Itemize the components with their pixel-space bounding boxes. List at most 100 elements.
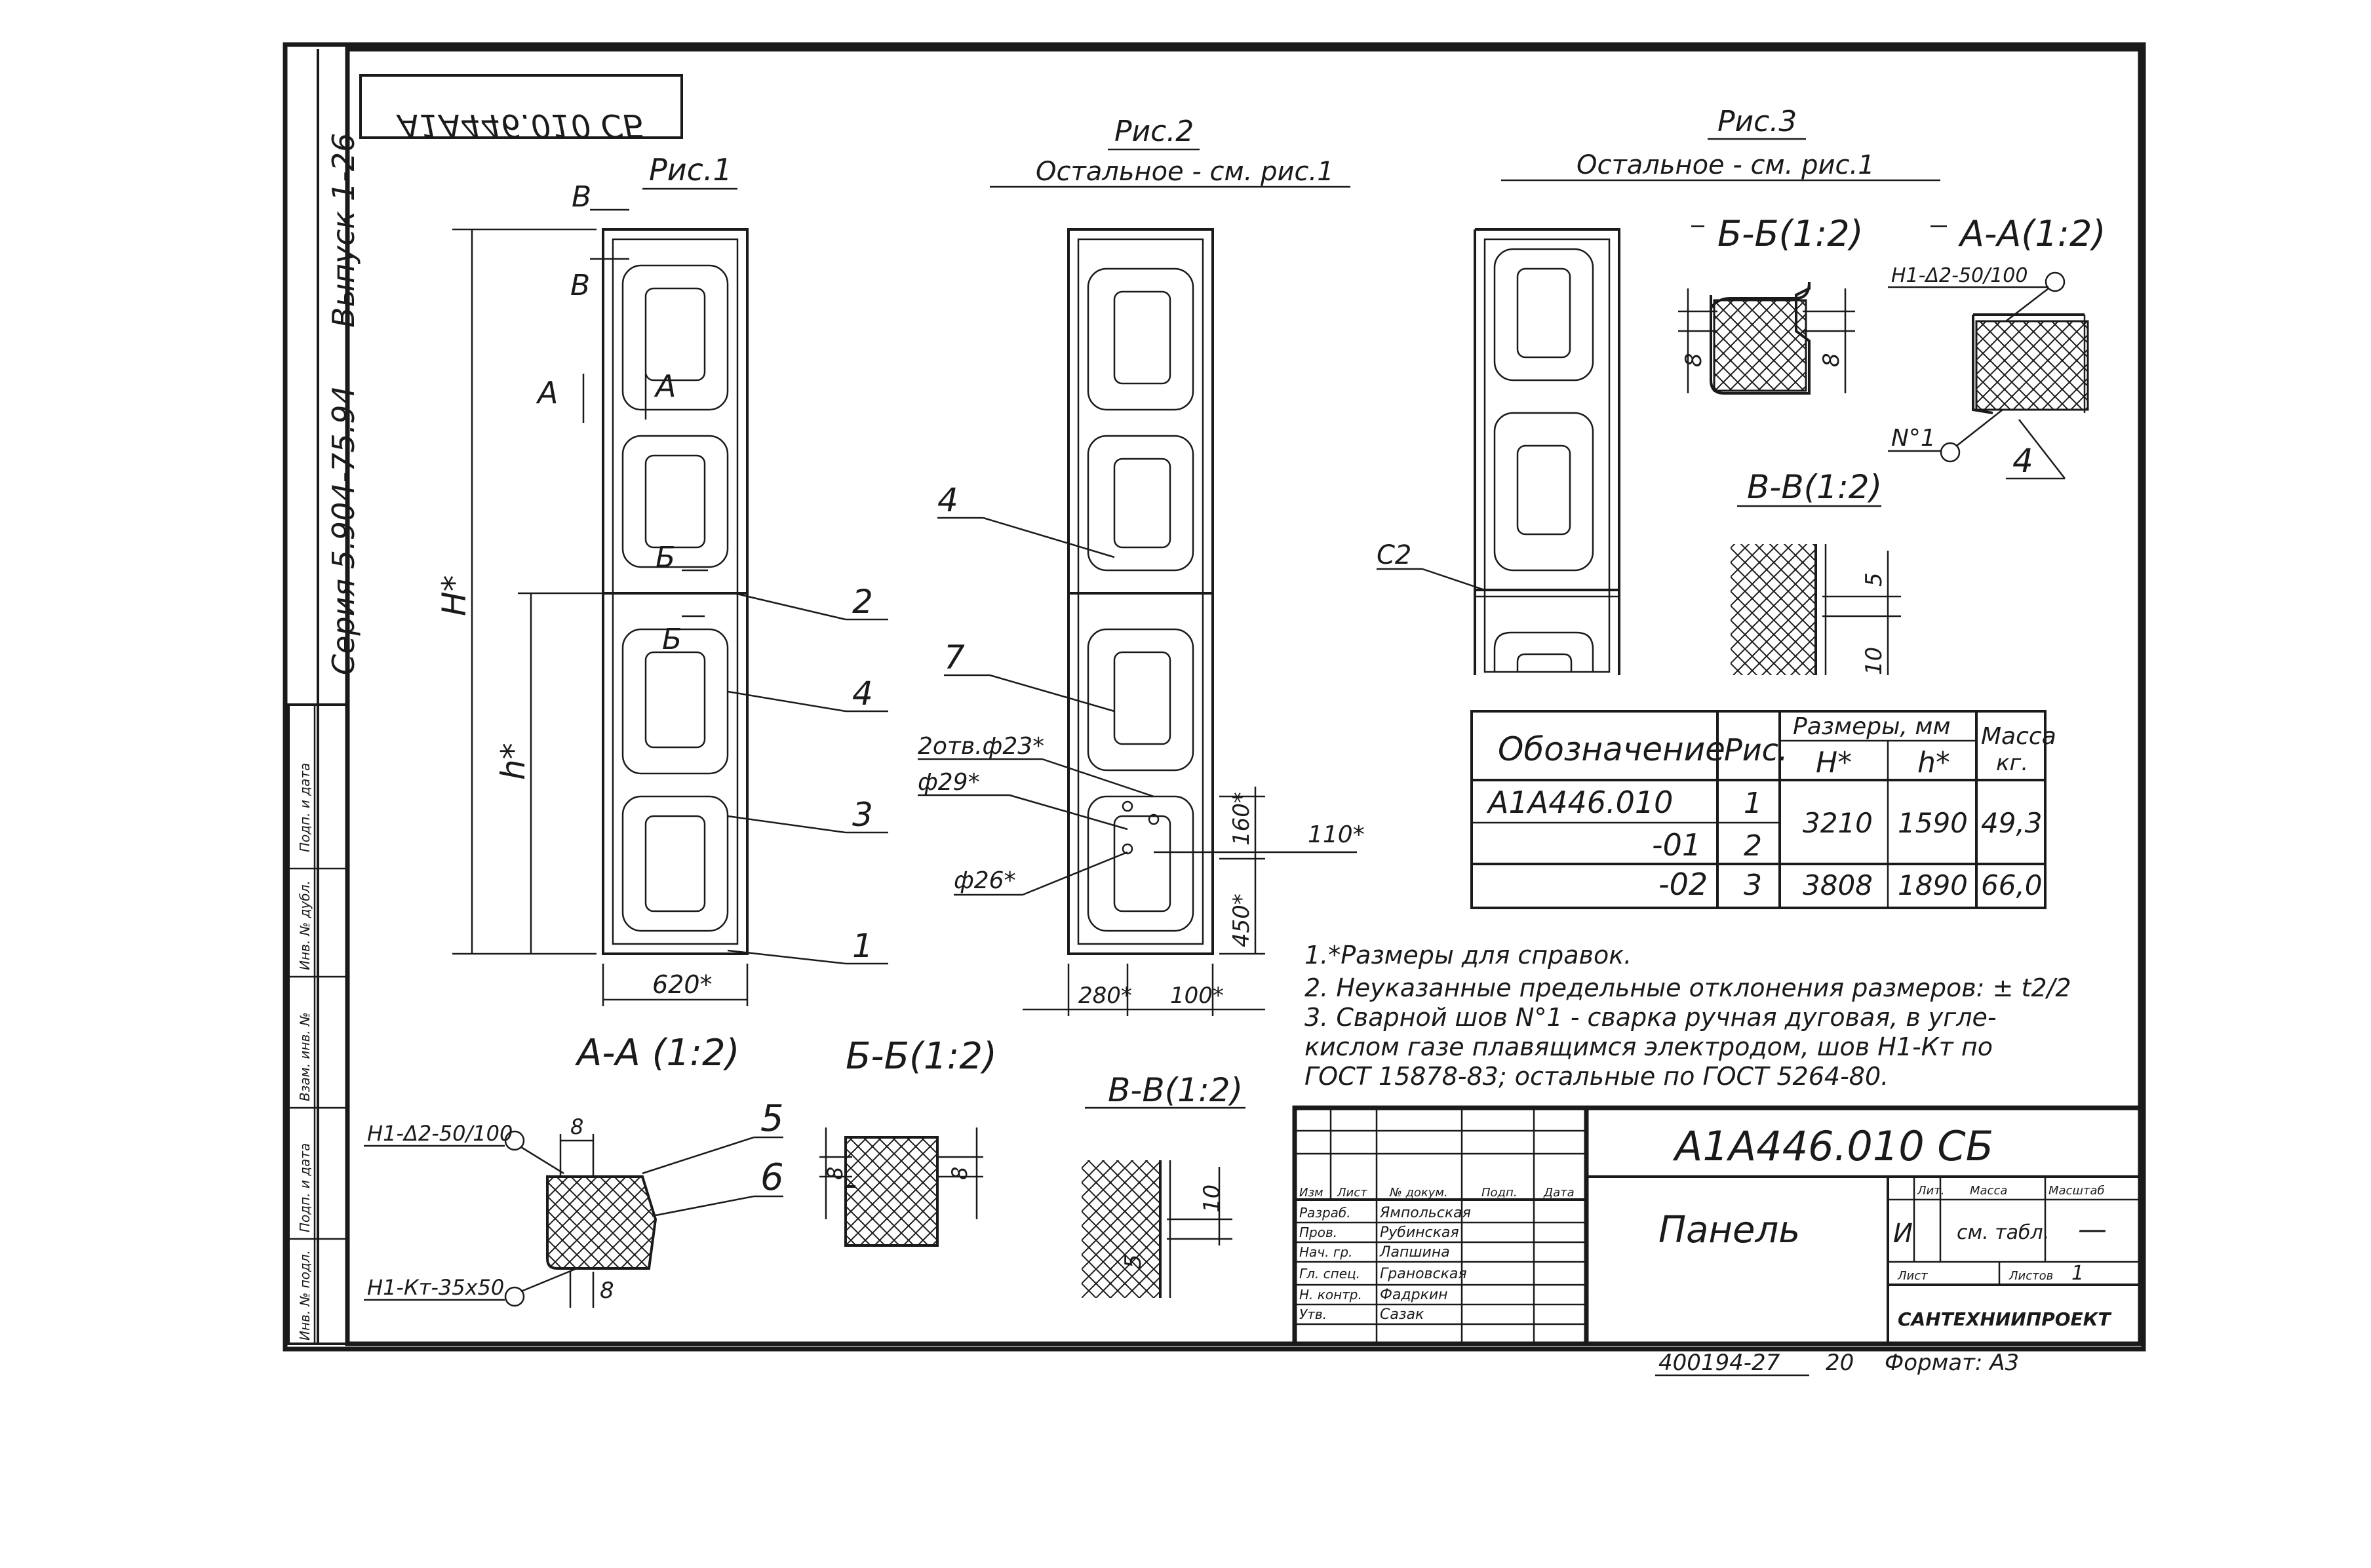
tb-name-5: Фадркин [1380,1287,1448,1303]
vv-bottom-dim-10: 10 [1199,1185,1225,1213]
section-bb-bottom: Б-Б(1:2) 8 8 [819,1035,997,1247]
fig1-dim-H: Н* [435,575,473,616]
aa-right-weld-no1: N°1 [1891,425,1936,452]
figure-3: Рис.3 Остальное - см. рис.1 С2 [1377,105,1940,675]
fig2-subtitle: Остальное - см. рис.1 [1036,157,1334,187]
fig3-subtitle: Остальное - см. рис.1 [1577,150,1875,180]
table-merged-mass: 49,3 [1981,807,2043,839]
tb-org: САНТЕХНИИПРОЕКТ [1898,1308,2112,1330]
tb-lit-value: И [1893,1219,1913,1249]
aa-bottom-label-5: 5 [760,1097,784,1140]
fig2-d26: ф26* [954,867,1016,894]
fig1-sec-a-left: А [536,375,558,410]
aa-bottom-title: А-А (1:2) [575,1032,739,1074]
tb-lit-label: Лит. [1917,1184,1944,1198]
table-row1-fig: 1 [1744,787,1762,820]
aa-bottom-dim-8d: 8 [600,1278,614,1304]
tb-scale-value: — [2078,1213,2107,1246]
tb-sheet-label: Лист [1897,1269,1928,1283]
tb-sheets-label: Листов [2008,1269,2053,1283]
fig1-dim-width: 620* [652,970,713,999]
note-4: кислом газе плавящимся электродом, шов Н… [1304,1032,1993,1061]
fig2-d29: ф29* [918,769,980,796]
side-stamp: Подп. и дата Инв. № дубл. Взам. инв. № П… [287,703,349,1345]
vv-right-title: В-В(1:2) [1747,468,1882,506]
inner-frame [345,47,2143,1346]
vv-right-dim-5: 5 [1861,572,1887,587]
table-row2-fig: 2 [1744,829,1762,863]
tb-hdr-sign: Подп. [1481,1186,1517,1200]
aa-bottom-dim-8c: 8 [570,1114,583,1139]
fig2-window-frames [1087,267,1194,932]
section-vv-right: В-В(1:2) 5 10 [1731,468,1901,675]
table-row1-designation: А1А446.010 [1486,785,1673,820]
table-hdr-mass: Масса [1981,723,2056,750]
section-aa-bottom: А-А (1:2) Н1-Δ2-50/100 8 5 6 Н1-Кт-35х50… [364,1032,784,1308]
fig2-dim-100: 100* [1170,983,1224,1009]
bb-bottom-dim-8f: 8 [947,1167,972,1180]
tb-name: Панель [1658,1209,1800,1251]
fig1-sec-b-bot: Б [662,623,682,656]
fig2-dim-160: 160* [1228,792,1255,846]
series-label: Серия 5.904-75.94 [326,385,361,675]
stamp-dup-inv: Инв. № дубл. [297,880,313,970]
table-hdr-mass-unit: кг. [1996,750,2028,776]
section-bb-right: Б-Б(1:2) 8 8 [1678,213,1864,395]
table-row3-mass: 66,0 [1981,869,2043,901]
notes: 1.*Размеры для справок. 2. Неуказанные п… [1304,941,2071,1091]
tb-role-4: Гл. спец. [1299,1266,1360,1282]
tb-name-4: Грановская [1380,1266,1467,1282]
outer-frame [283,42,2146,1352]
table-merged-H: 3210 [1803,807,1873,839]
fig1-label-4: 4 [852,675,873,713]
aa-bottom-label-6: 6 [760,1156,784,1199]
fig1-label-3: 3 [852,796,873,834]
tb-code: А1А446.010 СБ [1672,1122,1993,1170]
fig1-sec-a-right: А [654,368,676,404]
tb-role-2: Пров. [1299,1225,1337,1240]
footer-page: 20 [1826,1350,1854,1376]
table-hdr-h: h* [1917,746,1950,779]
fig2-title: Рис.2 [1114,115,1194,148]
table-row3-H: 3808 [1803,869,1873,901]
fig2-dim-110: 110* [1308,821,1365,848]
table-row3-h: 1890 [1898,869,1968,901]
mirrored-code-box [359,74,683,139]
fig2-dim-450: 450* [1228,893,1255,947]
fig2-label-7: 7 [944,638,965,676]
fig1-window-frames [621,264,729,932]
tb-hdr-izm: Изм [1299,1186,1323,1200]
table-row3-fig: 3 [1744,869,1762,902]
fig1-label-2: 2 [852,583,873,621]
note-5: ГОСТ 15878-83; остальные по ГОСТ 5264-80… [1304,1062,1889,1091]
tb-hdr-date: Дата [1543,1186,1575,1200]
table-row2-designation: -01 [1652,827,1701,863]
vv-bottom-dim-5: 5 [1120,1254,1146,1268]
tb-role-6: Утв. [1299,1306,1327,1322]
tb-hdr-doc: № докум. [1389,1186,1448,1200]
tb-mass-label: Масса [1970,1184,2007,1198]
fig1-sec-v-left: В [570,269,590,302]
table-hdr-sizes: Размеры, мм [1793,713,1951,740]
stamp-repl-inv: Взам. инв. № [297,1012,313,1101]
bb-bottom-dim-8e: 8 [823,1167,848,1180]
fig2-dim-280: 280* [1078,983,1132,1009]
section-vv-bottom: В-В(1:2) 10 5 [1082,1071,1245,1298]
stamp-orig-inv: Инв. № подл. [297,1250,313,1341]
tb-name-6: Сазак [1380,1306,1424,1323]
footer: 400194-27 20 Формат: А3 [1655,1350,2019,1377]
table-merged-h: 1590 [1898,807,1968,839]
bb-right-title: Б-Б(1:2) [1717,213,1864,254]
fig2-label-4: 4 [937,481,958,519]
table-hdr-fig: Рис. [1724,732,1788,768]
stamp-sign-date-1: Подп. и дата [297,763,313,852]
aa-right-label-4: 4 [2012,442,2033,480]
footer-format: Формат: А3 [1885,1350,2019,1376]
tb-hdr-list: Лист [1337,1186,1367,1200]
mirrored-code: А1А446.010 СБ [396,107,644,144]
note-3: 3. Сварной шов N°1 - сварка ручная дугов… [1304,1003,1997,1032]
section-aa-right: А-А(1:2) Н1-Δ2-50/100 N°1 4 [1888,213,2106,480]
fig1-sec-v-top: В [572,180,591,214]
fig3-c2: С2 [1377,540,1411,570]
